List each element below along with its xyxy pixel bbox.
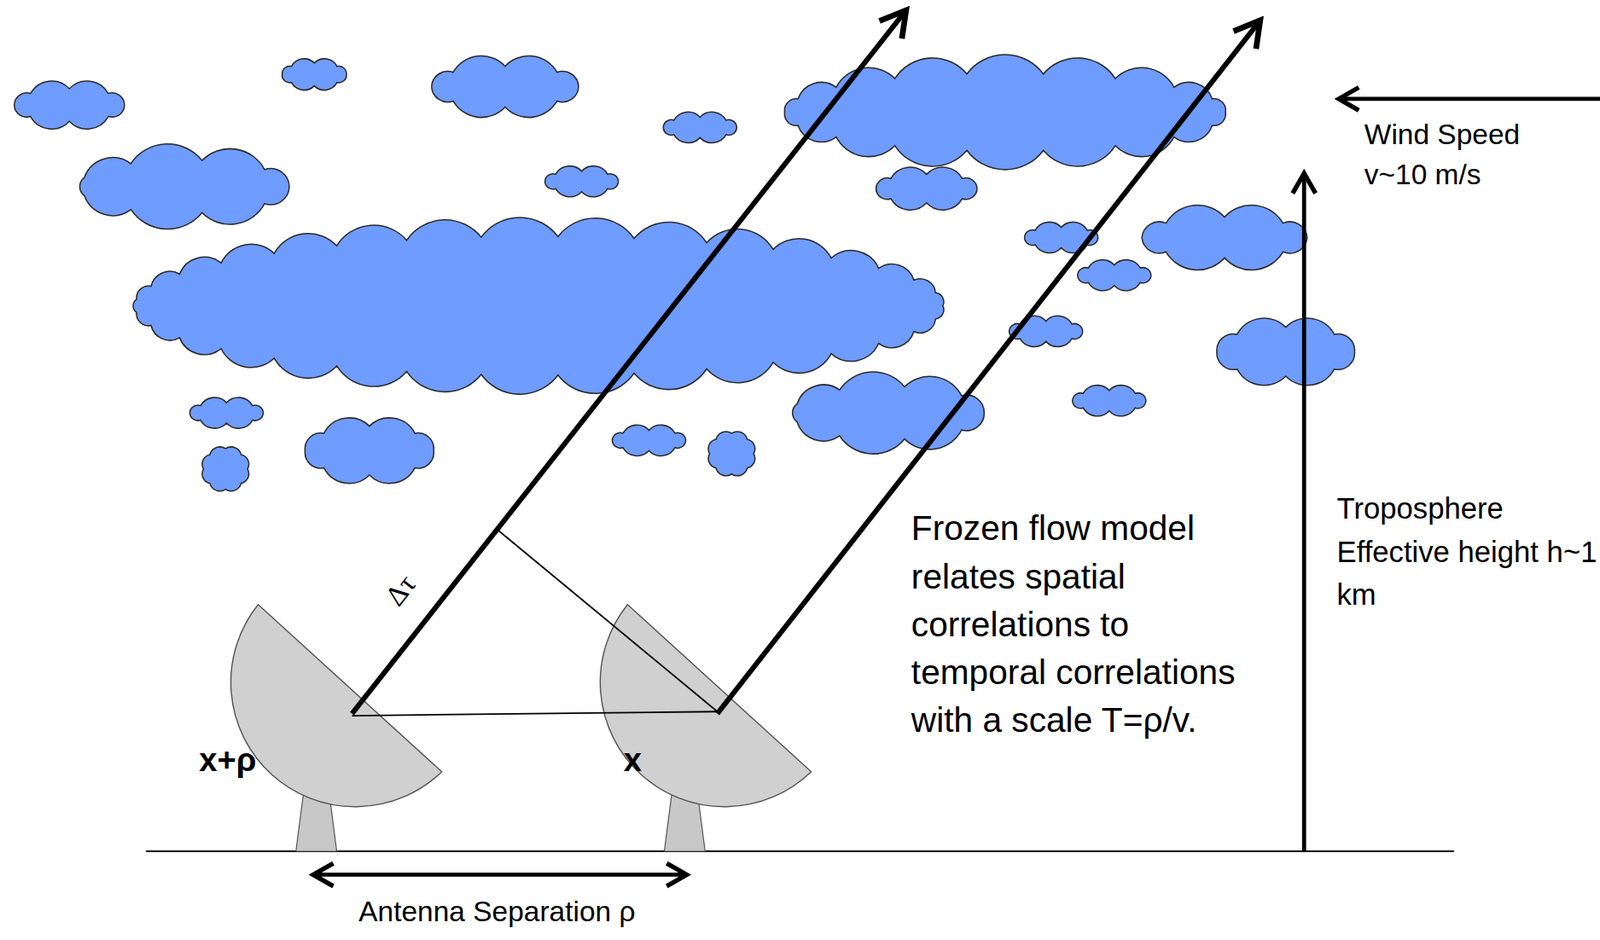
- cloud: [133, 217, 944, 395]
- cloud: [431, 56, 579, 118]
- wind-arrow: [1338, 97, 1600, 102]
- cloud: [1009, 315, 1083, 347]
- cloud: [1077, 260, 1152, 291]
- height-label: Troposphere Effective height h~1 km: [1336, 487, 1600, 617]
- cloud: [545, 166, 619, 198]
- cloud: [876, 167, 978, 210]
- clouds: [14, 54, 1356, 492]
- wind-label: Wind Speed v~10 m/s: [1364, 114, 1574, 197]
- separation-label: Antenna Separation ρ: [318, 895, 676, 931]
- ground-line: [145, 850, 1455, 853]
- cloud: [189, 397, 263, 429]
- delay-label: Δτ: [378, 568, 424, 612]
- cloud: [1216, 318, 1356, 386]
- model-note: Frozen flow model relates spatial correl…: [911, 505, 1267, 745]
- height-arrow: [1302, 173, 1307, 852]
- cloud: [282, 58, 347, 91]
- antenna-dish: [231, 605, 443, 808]
- line-of-sight: [352, 10, 907, 715]
- cloud: [1072, 385, 1147, 417]
- cloud: [202, 447, 250, 492]
- cloud: [708, 431, 756, 477]
- cloud: [14, 81, 125, 129]
- antenna-label: x: [623, 741, 665, 779]
- antenna-label: x+ρ: [198, 741, 281, 779]
- cloud: [79, 144, 290, 230]
- baseline-line: [352, 711, 718, 716]
- cloud: [1141, 205, 1308, 271]
- delay-line: [498, 530, 718, 713]
- cloud: [304, 418, 434, 484]
- separation-arrow: [313, 872, 687, 878]
- cloud: [611, 424, 686, 456]
- cloud: [663, 111, 737, 143]
